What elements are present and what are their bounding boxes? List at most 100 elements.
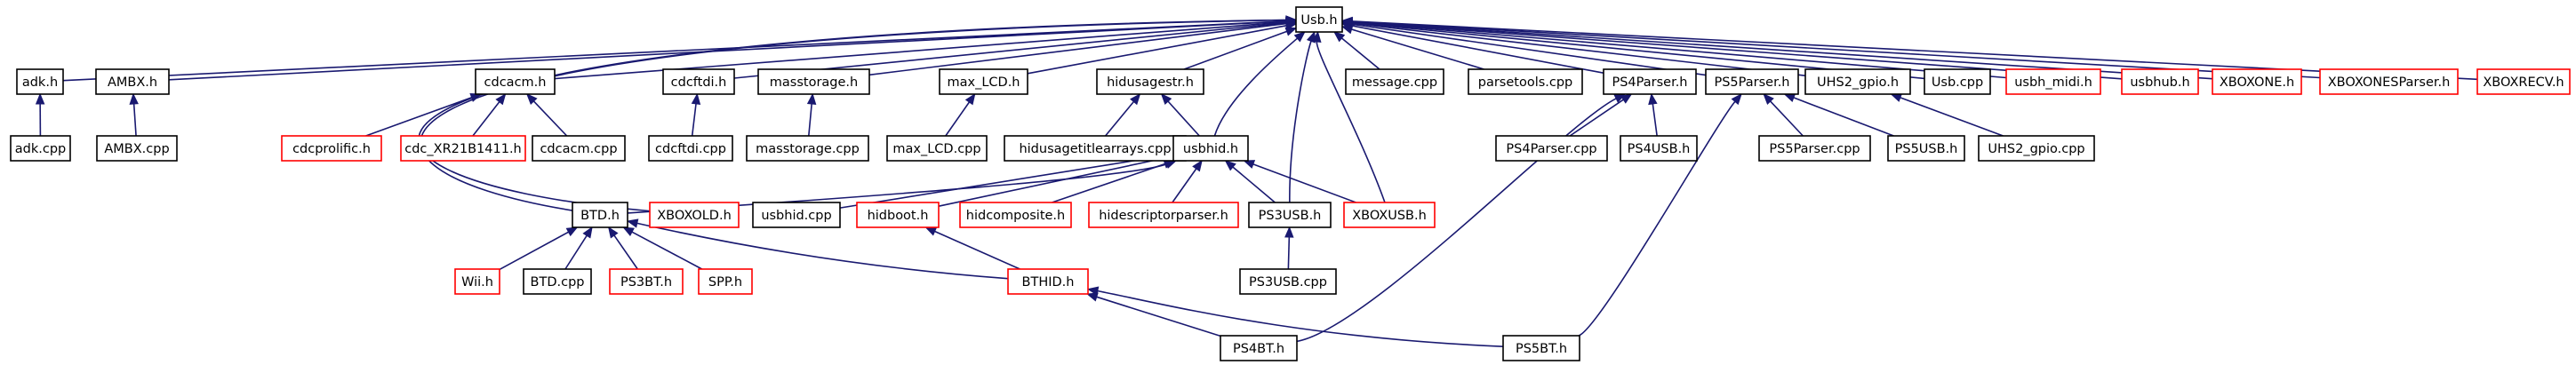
node-box[interactable] [1924,68,1991,95]
node-box[interactable] [1007,268,1089,295]
node-box[interactable] [609,268,684,295]
node-box[interactable] [2212,68,2302,95]
node-usbhid-cpp[interactable]: usbhid.cpp [752,202,841,228]
node-ps4bt-h[interactable]: PS4BT.h [1220,335,1298,361]
node-box[interactable] [1468,68,1583,95]
node-hidusagestr-h[interactable]: hidusagestr.h [1096,68,1204,95]
node-usb-cpp[interactable]: Usb.cpp [1924,68,1991,95]
node-box[interactable] [649,202,740,228]
node-cdcftdi-h[interactable]: cdcftdi.h [662,68,735,95]
node-box[interactable] [886,135,988,162]
node-maxlcd-h[interactable]: max_LCD.h [939,68,1028,95]
node-hidcomposite-h[interactable]: hidcomposite.h [959,202,1072,228]
node-btd-h[interactable]: BTD.h [572,202,628,228]
node-adk-cpp[interactable]: adk.cpp [10,135,71,162]
node-box[interactable] [939,68,1028,95]
node-box[interactable] [95,68,170,95]
node-usbhmidi-h[interactable]: usbh_midi.h [2005,68,2101,95]
node-box[interactable] [1220,335,1298,361]
node-usbhub-h[interactable]: usbhub.h [2121,68,2199,95]
node-hiddescparser-h[interactable]: hidescriptorparser.h [1088,202,1239,228]
node-xboxusb-h[interactable]: XBOXUSB.h [1343,202,1436,228]
node-box[interactable] [1248,202,1332,228]
node-ambx-h[interactable]: AMBX.h [95,68,170,95]
node-uhs2gpio-cpp[interactable]: UHS2_gpio.cpp [1978,135,2095,162]
node-box[interactable] [400,135,526,162]
node-ps5bt-h[interactable]: PS5BT.h [1502,335,1580,361]
node-ps3bt-h[interactable]: PS3BT.h [609,268,684,295]
node-box[interactable] [10,135,71,162]
node-bthid-h[interactable]: BTHID.h [1007,268,1089,295]
node-cdcftdi-cpp[interactable]: cdcftdi.cpp [648,135,733,162]
node-box[interactable] [2005,68,2101,95]
node-usb-h[interactable]: Usb.h [1295,6,1343,33]
node-box[interactable] [1603,68,1697,95]
node-box[interactable] [454,268,500,295]
node-box[interactable] [532,135,626,162]
node-btd-cpp[interactable]: BTD.cpp [523,268,592,295]
node-box[interactable] [16,68,64,95]
node-box[interactable] [1887,135,1965,162]
node-hidusagetitle-cpp[interactable]: hidusagetitlearrays.cpp [1004,135,1187,162]
node-box[interactable] [1705,68,1799,95]
node-ps3usb-cpp[interactable]: PS3USB.cpp [1239,268,1337,295]
node-box[interactable] [1804,68,1911,95]
node-masstorage-cpp[interactable]: masstorage.cpp [746,135,869,162]
node-box[interactable] [523,268,592,295]
node-hidboot-h[interactable]: hidboot.h [856,202,940,228]
node-box[interactable] [572,202,628,228]
node-usbhid-h[interactable]: usbhid.h [1172,135,1249,162]
node-box[interactable] [1004,135,1187,162]
node-box[interactable] [475,68,556,95]
node-ps5usb-h[interactable]: PS5USB.h [1887,135,1965,162]
node-box[interactable] [1758,135,1871,162]
node-box[interactable] [1495,135,1608,162]
node-box[interactable] [1343,202,1436,228]
node-cdcacm-cpp[interactable]: cdcacm.cpp [532,135,626,162]
node-box[interactable] [2319,68,2459,95]
node-masstorage-h[interactable]: masstorage.h [757,68,870,95]
node-adk-h[interactable]: adk.h [16,68,64,95]
node-box[interactable] [1502,335,1580,361]
node-box[interactable] [1620,135,1698,162]
node-box[interactable] [2121,68,2199,95]
node-box[interactable] [96,135,178,162]
node-box[interactable] [2476,68,2571,95]
node-box[interactable] [856,202,940,228]
node-xboxoneparser-h[interactable]: XBOXONESParser.h [2319,68,2459,95]
node-cdcprolific-h[interactable]: cdcprolific.h [281,135,382,162]
node-spp-h[interactable]: SPP.h [698,268,753,295]
node-ps4usb-h[interactable]: PS4USB.h [1620,135,1698,162]
node-ps5parser-cpp[interactable]: PS5Parser.cpp [1758,135,1871,162]
node-ambx-cpp[interactable]: AMBX.cpp [96,135,178,162]
node-box[interactable] [698,268,753,295]
node-box[interactable] [662,68,735,95]
node-cdcxr-h[interactable]: cdc_XR21B1411.h [400,135,526,162]
node-maxlcd-cpp[interactable]: max_LCD.cpp [886,135,988,162]
node-parsetools-cpp[interactable]: parsetools.cpp [1468,68,1583,95]
node-uhs2gpio-h[interactable]: UHS2_gpio.h [1804,68,1911,95]
node-box[interactable] [1096,68,1204,95]
node-box[interactable] [959,202,1072,228]
node-ps5parser-h[interactable]: PS5Parser.h [1705,68,1799,95]
node-xboxold-h[interactable]: XBOXOLD.h [649,202,740,228]
node-xboxrecv-h[interactable]: XBOXRECV.h [2476,68,2571,95]
node-box[interactable] [1239,268,1337,295]
node-box[interactable] [746,135,869,162]
node-wii-h[interactable]: Wii.h [454,268,500,295]
node-box[interactable] [281,135,382,162]
node-message-cpp[interactable]: message.cpp [1345,68,1444,95]
node-box[interactable] [1295,6,1343,33]
node-box[interactable] [1172,135,1249,162]
node-xboxone-h[interactable]: XBOXONE.h [2212,68,2302,95]
node-cdcacm-h[interactable]: cdcacm.h [475,68,556,95]
node-ps3usb-h[interactable]: PS3USB.h [1248,202,1332,228]
node-box[interactable] [1978,135,2095,162]
node-ps4parser-h[interactable]: PS4Parser.h [1603,68,1697,95]
node-box[interactable] [1345,68,1444,95]
node-box[interactable] [1088,202,1239,228]
node-ps4parser-cpp[interactable]: PS4Parser.cpp [1495,135,1608,162]
node-box[interactable] [757,68,870,95]
node-box[interactable] [752,202,841,228]
node-box[interactable] [648,135,733,162]
